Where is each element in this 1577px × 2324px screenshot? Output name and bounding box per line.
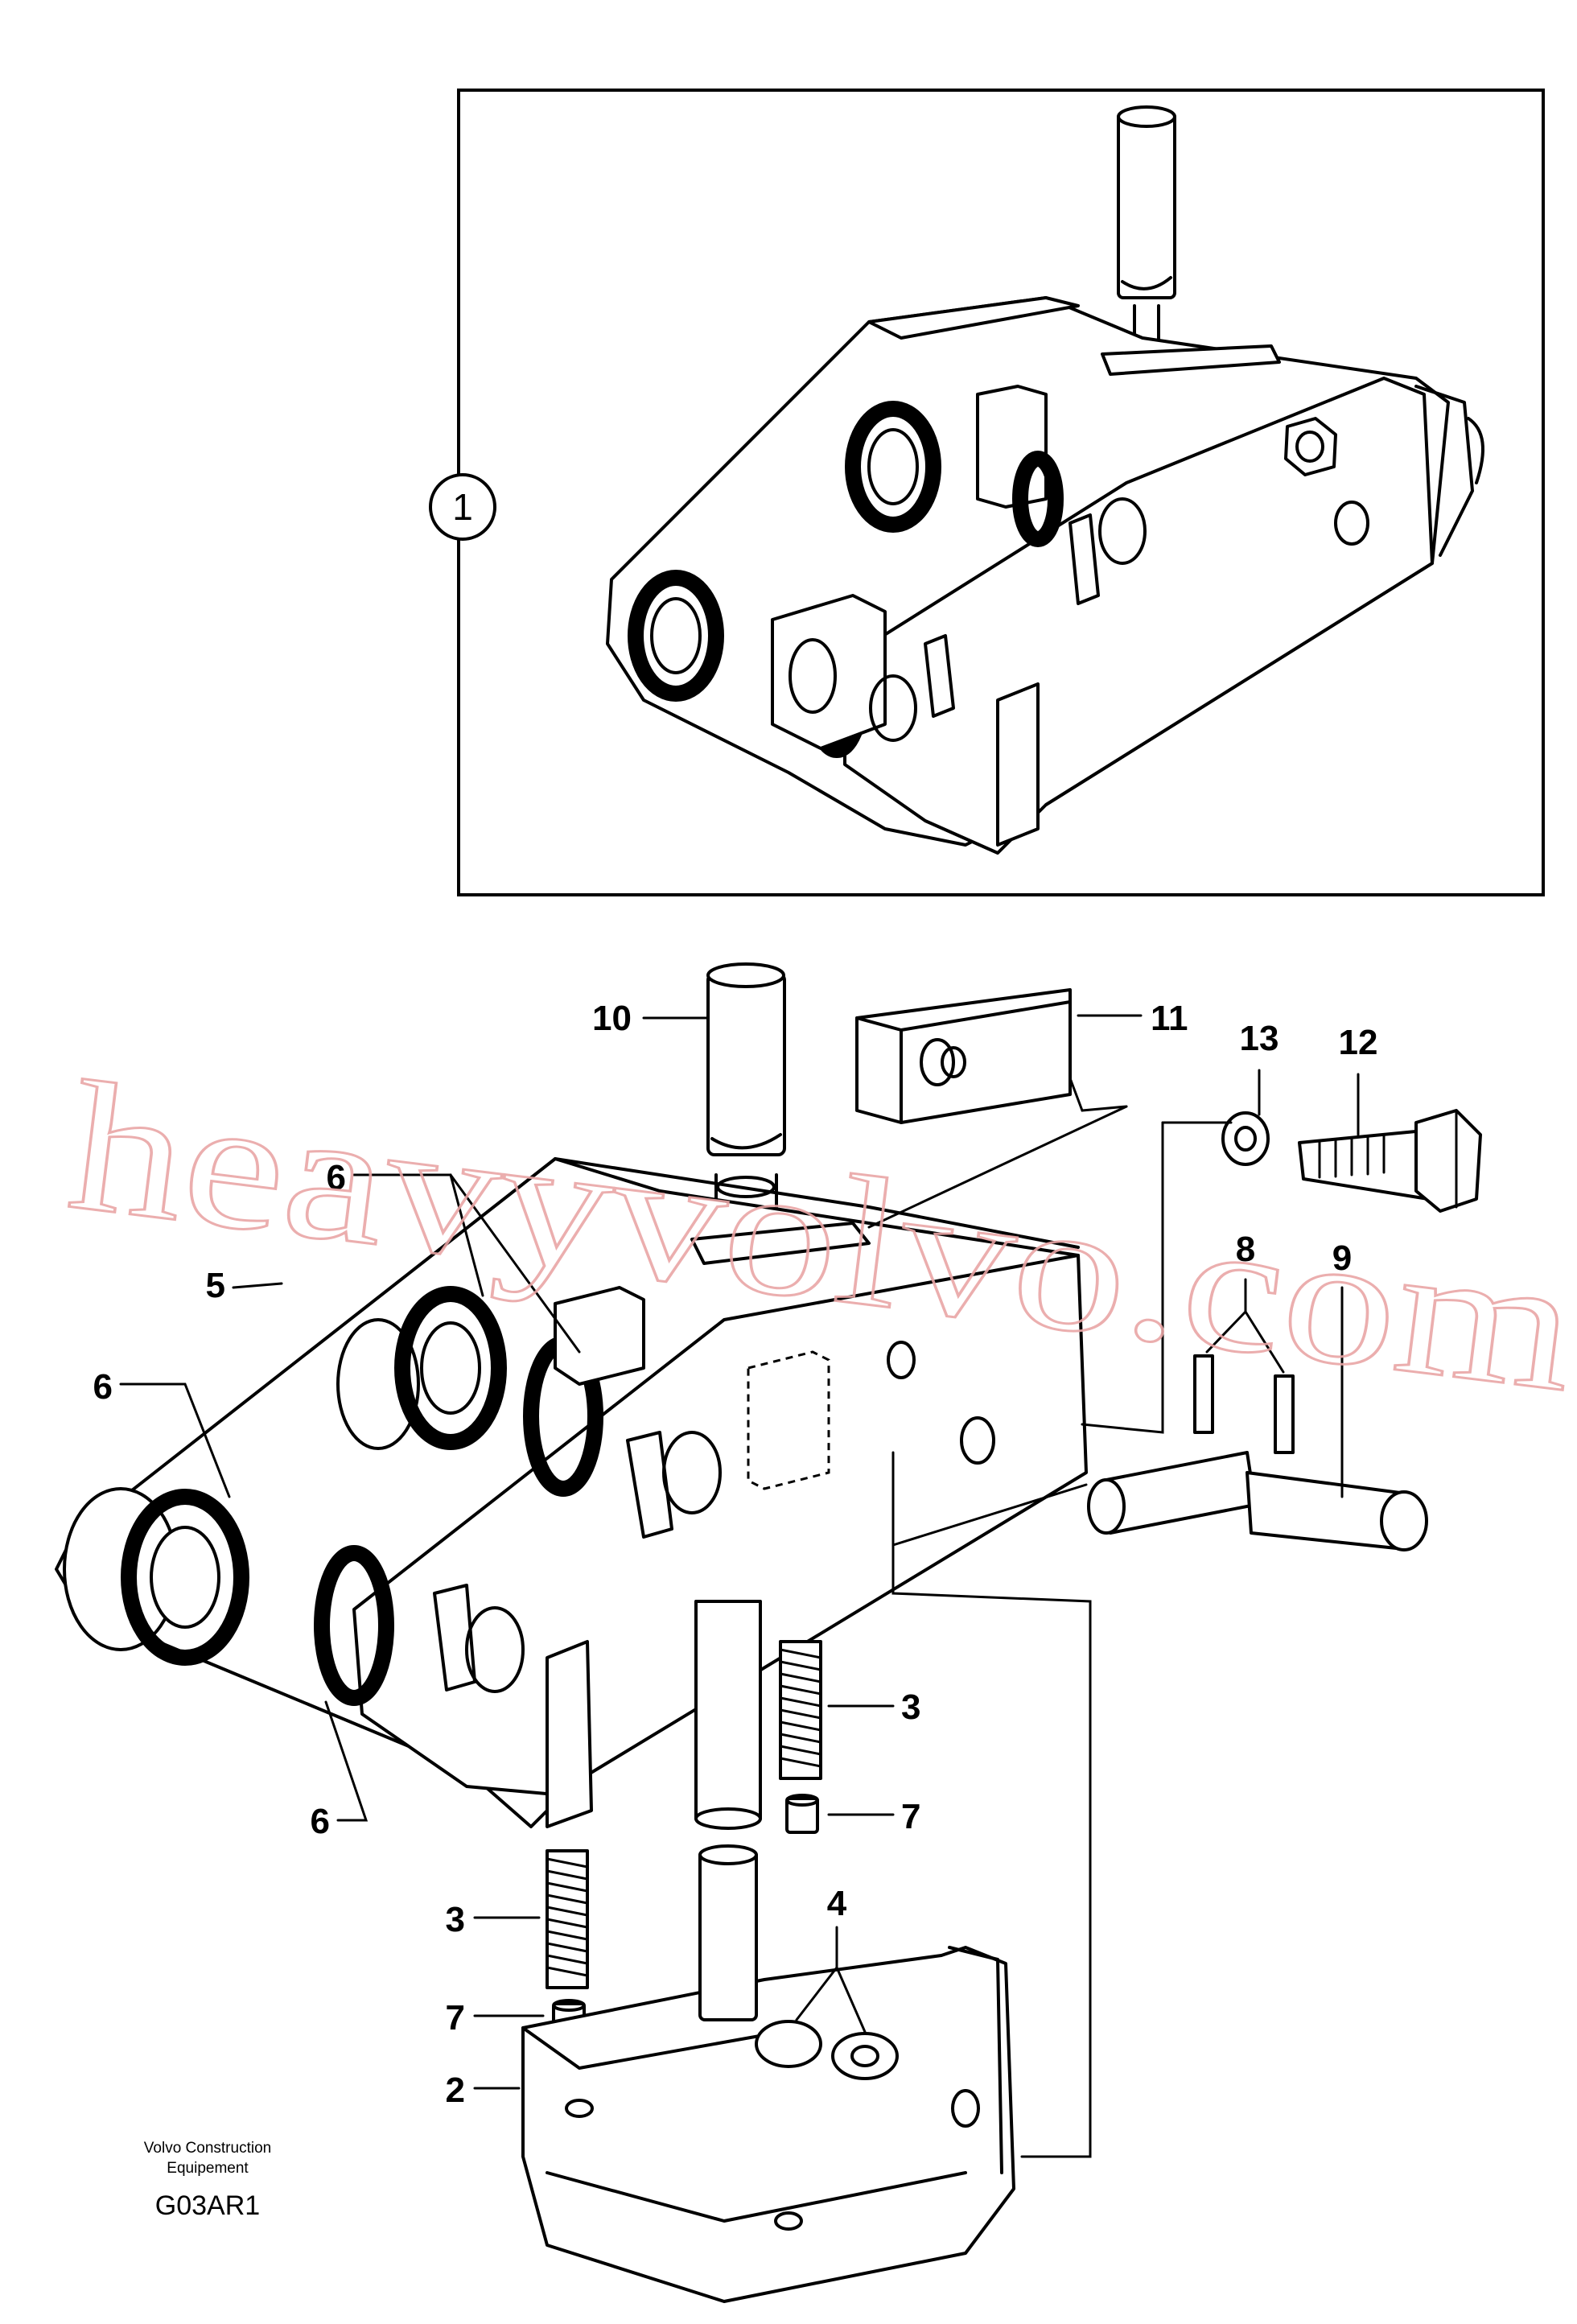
callout-8: 8 [1236,1230,1255,1269]
callout-7-lower: 7 [446,1998,465,2038]
callout-3-lower: 3 [446,1900,465,1939]
callout-9: 9 [1332,1238,1352,1278]
callout-5: 5 [206,1266,225,1305]
publisher-line-1: Volvo Construction [144,2140,271,2157]
callout-12: 12 [1339,1023,1378,1062]
publisher-line-2: Equipement [167,2160,249,2177]
exploded-view-drawing [55,962,1482,2303]
callout-2: 2 [446,2071,465,2110]
callout-6-left: 6 [93,1367,113,1407]
callout-6-top: 6 [327,1158,346,1197]
callout-13: 13 [1240,1019,1279,1058]
inset-assembly-drawing [606,105,1484,855]
figure-code: G03AR1 [155,2190,260,2221]
callout-10: 10 [592,999,632,1038]
spring-upper [779,1640,822,1780]
callout-3-upper: 3 [901,1687,920,1727]
callout-11: 11 [1151,999,1188,1038]
callout-labels: 10 11 13 12 8 9 6 5 6 6 3 7 3 7 4 2 [93,999,1378,2110]
callout-6-bottom: 6 [311,1802,330,1841]
leader-lines [119,1014,1360,2158]
callout-4: 4 [827,1884,847,1923]
assembly-number-callout: 1 [429,473,496,541]
spring-lower [546,1849,589,1989]
assembly-number-1: 1 [452,486,473,528]
callout-7-upper: 7 [901,1797,920,1836]
figure-footer: Volvo Construction Equipement G03AR1 [144,2140,271,2221]
